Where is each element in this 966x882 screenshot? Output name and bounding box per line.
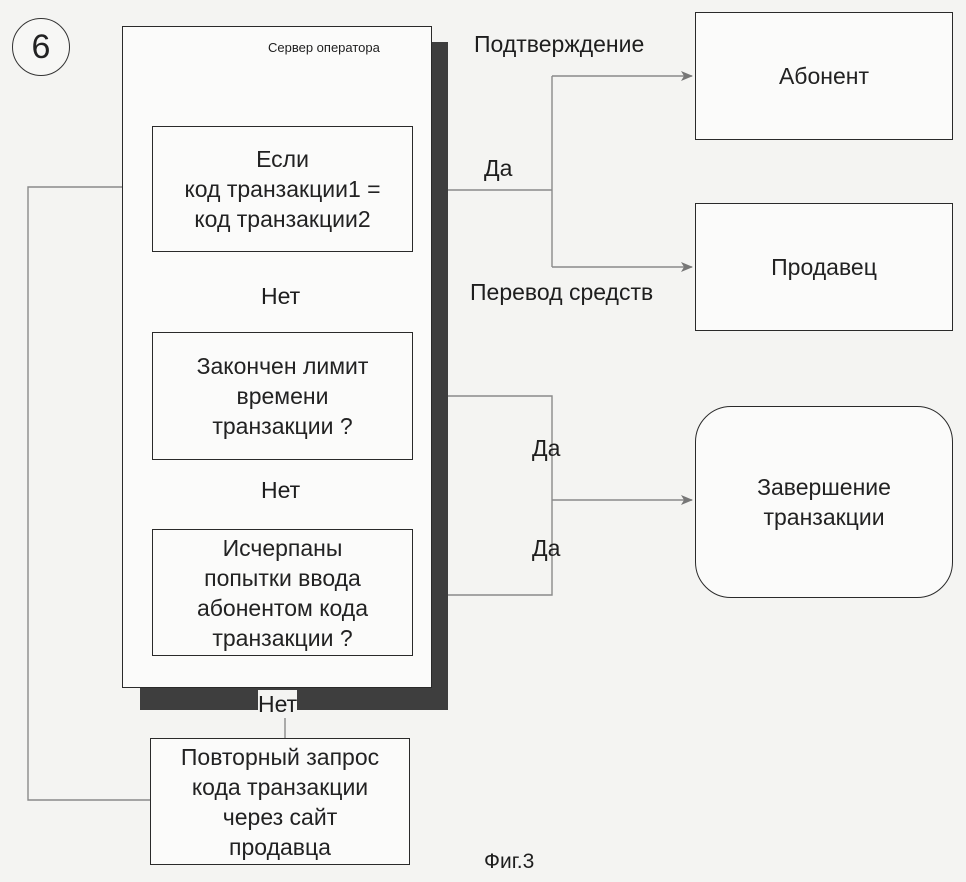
retry-text: Повторный запрос кода транзакции через с… <box>181 742 379 862</box>
figure-caption: Фиг.3 <box>484 848 534 876</box>
yes-label-2: Да <box>532 434 560 462</box>
transfer-label: Перевод средств <box>470 278 653 306</box>
yes-label-3: Да <box>532 534 560 562</box>
yes-label-1: Да <box>484 154 512 182</box>
seller-box: Продавец <box>695 203 953 331</box>
server-title: Сервер оператора <box>268 40 380 56</box>
no-label-2: Нет <box>261 476 300 504</box>
time-limit-text: Закончен лимит времени транзакции ? <box>197 351 369 441</box>
check-code-text: Если код транзакции1 = код транзакции2 <box>184 144 380 234</box>
finish-text: Завершение транзакции <box>757 472 891 532</box>
subscriber-text: Абонент <box>779 61 869 91</box>
figure-number: 6 <box>32 28 51 67</box>
no-label-1: Нет <box>261 282 300 310</box>
confirmation-label: Подтверждение <box>474 30 644 58</box>
check-code-box: Если код транзакции1 = код транзакции2 <box>152 126 413 252</box>
subscriber-box: Абонент <box>695 12 953 140</box>
no-label-3: Нет <box>258 690 297 718</box>
retry-box: Повторный запрос кода транзакции через с… <box>150 738 410 865</box>
finish-box: Завершение транзакции <box>695 406 953 598</box>
time-limit-box: Закончен лимит времени транзакции ? <box>152 332 413 460</box>
seller-text: Продавец <box>771 252 877 282</box>
attempts-text: Исчерпаны попытки ввода абонентом кода т… <box>197 533 368 653</box>
attempts-box: Исчерпаны попытки ввода абонентом кода т… <box>152 529 413 656</box>
figure-number-circle: 6 <box>12 18 70 76</box>
